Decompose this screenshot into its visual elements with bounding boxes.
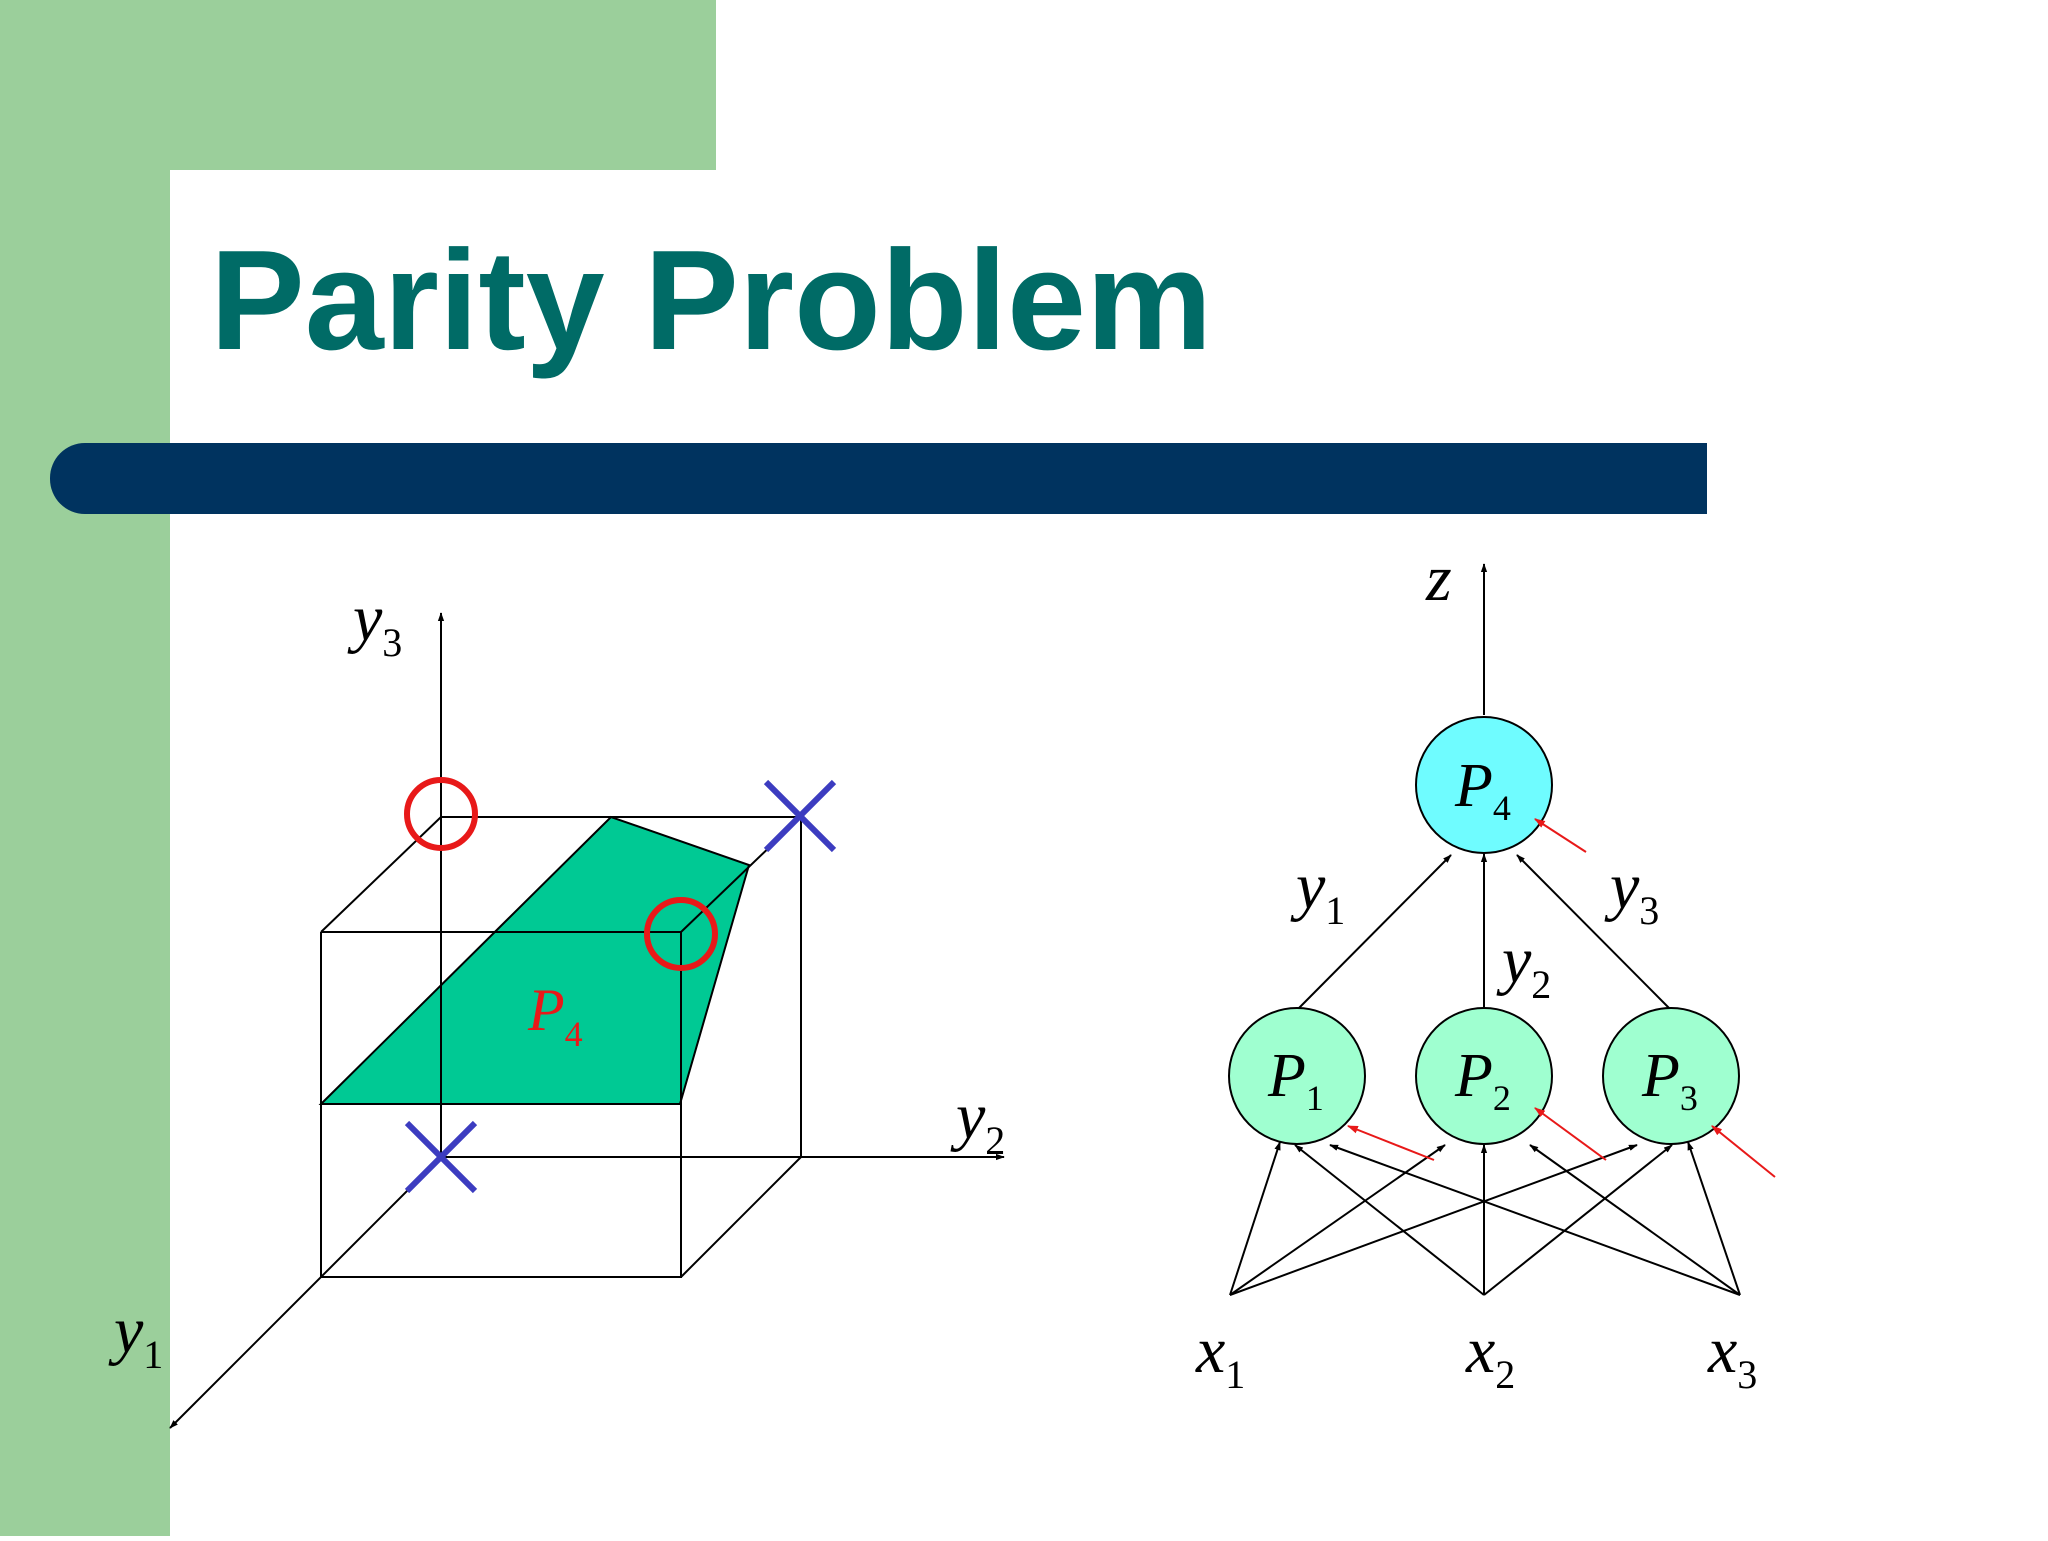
title-rule: [50, 443, 1707, 514]
sidebar-band: [0, 0, 170, 1536]
input-label-x2: x2: [1465, 1314, 1515, 1397]
neuron-p1-label: P1: [1267, 1042, 1324, 1118]
neuron-p2: [1415, 1007, 1553, 1145]
network-diagram: z P4 P1 P2 P3 y1 y2 y3 x1 x2 x3: [1195, 542, 1776, 1397]
even-parity-cross-origin: [404, 1120, 478, 1194]
neuron-p2-label: P2: [1454, 1042, 1511, 1118]
slide-title: Parity Problem: [210, 221, 1213, 380]
axis-y1-line: [169, 1156, 442, 1429]
input-label-x1: x1: [1195, 1314, 1245, 1397]
input-to-hidden-edges: [1229, 1141, 1741, 1296]
odd-parity-circle-front: [644, 897, 718, 971]
separating-plane: [318, 815, 751, 1105]
neuron-p3-label: P3: [1641, 1042, 1698, 1118]
hidden-to-output-edges: [1296, 853, 1672, 1011]
output-label-z: z: [1425, 542, 1452, 615]
even-parity-cross-top: [763, 779, 837, 853]
plane-label: P4: [527, 977, 583, 1054]
threshold-indicator-arrows: [1346, 818, 1776, 1178]
edge-label-y2: y2: [1496, 924, 1551, 1007]
top-band: [0, 0, 716, 170]
input-label-x3: x3: [1707, 1314, 1757, 1397]
edge-label-y1: y1: [1290, 850, 1345, 933]
neuron-p1: [1228, 1007, 1366, 1145]
edge-label-y3: y3: [1604, 850, 1659, 933]
axis-y1-label: y1: [108, 1294, 163, 1377]
neuron-p3: [1602, 1007, 1740, 1145]
cube-diagram: y3 y2 y1 P4: [108, 582, 1005, 1429]
title-rule-end: [1500, 443, 1707, 514]
axis-y3-label: y3: [347, 582, 402, 665]
neuron-p4-label: P4: [1454, 752, 1511, 828]
axis-y2-label: y2: [950, 1080, 1005, 1163]
neuron-p4: [1415, 716, 1553, 854]
odd-parity-circle-top: [404, 777, 478, 851]
